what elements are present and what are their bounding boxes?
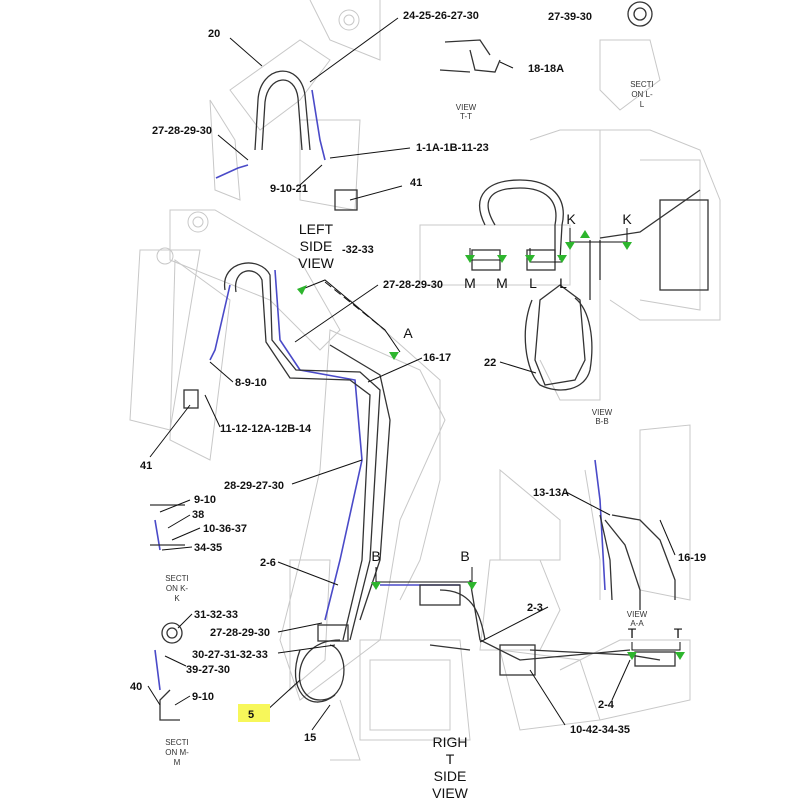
left-side-view-line3: VIEW <box>298 255 335 271</box>
letter-t1: T <box>628 625 637 641</box>
callout-10-36-37: 10-36-37 <box>203 523 247 535</box>
section-kk-line2: ON K- <box>166 584 189 593</box>
callout-32-33: -32-33 <box>342 244 374 256</box>
callout-9-10-b: 9-10 <box>192 691 214 703</box>
callout-5: 5 <box>248 709 254 721</box>
section-ll-line3: L <box>640 100 645 109</box>
view-bb-line1: VIEW <box>592 408 613 417</box>
callout-27-28-29-30-a: 27-28-29-30 <box>152 125 212 137</box>
arrow-l2 <box>557 255 567 263</box>
callout-8-9-10: 8-9-10 <box>235 377 267 389</box>
section-kk-line1: SECTI <box>165 574 189 583</box>
letter-k1: K <box>566 211 576 227</box>
arrow-view-aa <box>580 230 590 238</box>
section-mm-line2: ON M- <box>165 748 189 757</box>
letter-m1: M <box>464 275 476 291</box>
callout-18-18a: 18-18A <box>528 63 564 75</box>
large-labels: LEFT SIDE VIEW RIGH T SIDE VIEW K K M M … <box>298 211 683 800</box>
callout-27-28-29-30-c: 27-28-29-30 <box>210 627 270 639</box>
callout-2-3: 2-3 <box>527 602 543 614</box>
section-markers <box>299 228 681 651</box>
right-side-view-line3: SIDE <box>434 768 467 784</box>
callout-9-10-21: 9-10-21 <box>270 183 308 195</box>
callout-28-29-27-30: 28-29-27-30 <box>224 480 284 492</box>
callout-40: 40 <box>130 681 142 693</box>
view-bb-line2: B-B <box>595 417 608 426</box>
right-side-view-line2: T <box>446 751 455 767</box>
arrow-l1 <box>525 255 535 263</box>
view-tt-line2: T-T <box>460 112 472 121</box>
callout-27-28-29-30-b: 27-28-29-30 <box>383 279 443 291</box>
left-side-view-line2: SIDE <box>300 238 333 254</box>
callout-24-25-26-27-30: 24-25-26-27-30 <box>403 10 479 22</box>
callout-13-13a: 13-13A <box>533 487 569 499</box>
callout-41-a: 41 <box>410 177 422 189</box>
arrow-m2 <box>497 255 507 263</box>
arrow-m1 <box>465 255 475 263</box>
highlight-callout-5 <box>238 704 270 722</box>
letter-a: A <box>403 325 413 341</box>
arrow-b1 <box>371 582 381 590</box>
section-ll-line1: SECTI <box>630 80 654 89</box>
section-mm-line1: SECTI <box>165 738 189 747</box>
view-aa-line2: A-A <box>630 619 644 628</box>
letter-b2: B <box>460 548 469 564</box>
arrow-k1 <box>565 242 575 250</box>
arrow-b2 <box>467 582 477 590</box>
letter-l2: L <box>559 275 567 291</box>
view-captions: VIEW T-T SECTI ON L- L VIEW B-B SECTI ON… <box>165 80 654 767</box>
callout-15: 15 <box>304 732 316 744</box>
right-side-view-line1: RIGH <box>433 734 468 750</box>
callout-38: 38 <box>192 509 204 521</box>
callout-10-42-34-35: 10-42-34-35 <box>570 724 630 736</box>
view-tt-line1: VIEW <box>456 103 477 112</box>
section-ll-line2: ON L- <box>631 90 653 99</box>
callout-16-19: 16-19 <box>678 552 706 564</box>
arrow-left-side <box>297 285 307 295</box>
callout-2-4: 2-4 <box>598 699 615 711</box>
section-kk-line3: K <box>174 594 180 603</box>
arrow-k2 <box>622 242 632 250</box>
section-mm-line3: M <box>174 758 181 767</box>
left-side-view-line1: LEFT <box>299 221 334 237</box>
callout-22: 22 <box>484 357 496 369</box>
letter-m2: M <box>496 275 508 291</box>
hose-assemblies <box>154 89 606 691</box>
callout-2-6: 2-6 <box>260 557 276 569</box>
callout-27-39-30: 27-39-30 <box>548 11 592 23</box>
callout-16-17: 16-17 <box>423 352 451 364</box>
callout-20: 20 <box>208 28 220 40</box>
callout-labels: 24-25-26-27-30 27-39-30 20 18-18A 27-28-… <box>130 10 706 744</box>
callout-39-27-30: 39-27-30 <box>186 664 230 676</box>
direction-arrows <box>297 230 685 660</box>
arrow-t1 <box>627 652 637 660</box>
arrow-a <box>389 352 399 360</box>
letter-l1: L <box>529 275 537 291</box>
right-side-view-line4: VIEW <box>432 785 469 800</box>
callout-41-b: 41 <box>140 460 152 472</box>
callout-31-32-33: 31-32-33 <box>194 609 238 621</box>
view-aa-line1: VIEW <box>627 610 648 619</box>
arrow-t2 <box>675 652 685 660</box>
letter-b1: B <box>371 548 380 564</box>
letter-t2: T <box>674 625 683 641</box>
letter-k2: K <box>622 211 632 227</box>
callout-9-10-a: 9-10 <box>194 494 216 506</box>
callout-34-35: 34-35 <box>194 542 222 554</box>
leader-lines <box>147 17 676 731</box>
callout-1-1a-1b-11-23: 1-1A-1B-11-23 <box>416 142 489 154</box>
callout-11-12-12a-12b-14: 11-12-12A-12B-14 <box>220 423 312 435</box>
callout-30-27-31-32-33: 30-27-31-32-33 <box>192 649 268 661</box>
